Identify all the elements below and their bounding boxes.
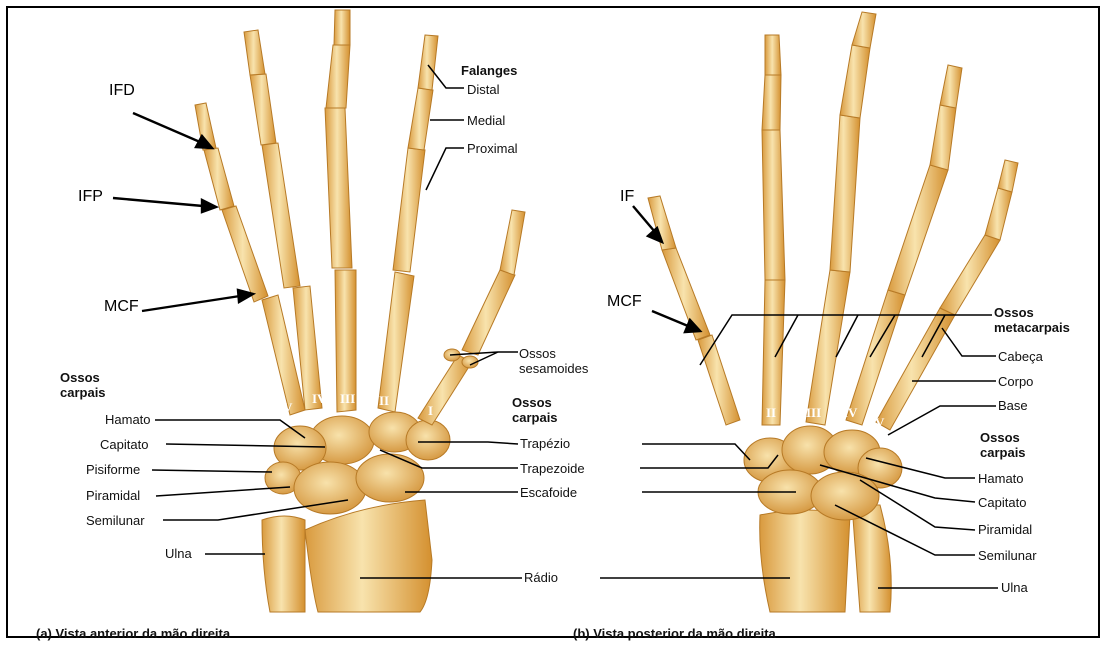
label-ossos-carpais-center: Ossos carpais: [512, 395, 558, 425]
proximal-phalanx-b3: [830, 115, 860, 272]
label-trapezio: Trapézio: [520, 436, 570, 451]
proximal-phalanx-b5: [940, 235, 1000, 315]
middle-phalanx-b2: [762, 75, 781, 130]
proximal-phalanx-a4: [262, 143, 300, 288]
caption-posterior: (b) Vista posterior da mão direita: [573, 626, 776, 641]
label-piramidal-a: Piramidal: [86, 488, 140, 503]
proximal-phalanx-a1: [462, 270, 515, 355]
label-medial: Medial: [467, 113, 505, 128]
label-hamato-b: Hamato: [978, 471, 1024, 486]
middle-phalanx-a4: [250, 74, 276, 145]
label-semilunar-b: Semilunar: [978, 548, 1037, 563]
label-escafoide: Escafoide: [520, 485, 577, 500]
anterior-hand: [195, 10, 525, 612]
label-ossos-metacarpais: Ossos metacarpais: [994, 305, 1070, 335]
label-piramidal-b: Piramidal: [978, 522, 1032, 537]
middle-phalanx-a5: [204, 148, 234, 210]
metacarpal-a2: [378, 272, 414, 412]
radius-bone-a: [305, 500, 432, 612]
label-base: Base: [998, 398, 1028, 413]
ulna-bone-b: [852, 505, 891, 612]
proximal-phalanx-b2: [762, 130, 785, 280]
posterior-hand: [648, 12, 1018, 612]
distal-phalanx-a3: [334, 10, 350, 45]
roman-a-v: V: [283, 400, 292, 416]
radius-bone-b: [760, 510, 850, 612]
label-ifd: IFD: [109, 82, 135, 100]
metacarpal-b2: [762, 280, 785, 425]
label-mcf-b: MCF: [607, 293, 642, 311]
caption-anterior: (a) Vista anterior da mão direita: [36, 626, 230, 641]
carpal-a4: [406, 420, 450, 460]
proximal-phalanx-b4: [888, 165, 948, 295]
label-ulna-b: Ulna: [1001, 580, 1028, 595]
label-ifp: IFP: [78, 188, 103, 206]
roman-b-iv: IV: [843, 405, 857, 421]
roman-a-iv: IV: [312, 391, 326, 407]
label-if: IF: [620, 188, 634, 206]
label-hamato-a: Hamato: [105, 412, 151, 427]
proximal-phalanx-a5: [222, 206, 268, 302]
label-capitato-b: Capitato: [978, 495, 1026, 510]
distal-phalanx-a1: [500, 210, 525, 275]
label-capitato-a: Capitato: [100, 437, 148, 452]
label-corpo: Corpo: [998, 374, 1033, 389]
label-mcf-a: MCF: [104, 298, 139, 316]
distal-phalanx-b2: [765, 35, 781, 75]
roman-a-i: I: [428, 403, 433, 419]
label-semilunar-a: Semilunar: [86, 513, 145, 528]
middle-phalanx-b3: [840, 45, 870, 118]
label-pisiforme-a: Pisiforme: [86, 462, 140, 477]
distal-phalanx-a2: [418, 35, 438, 90]
metacarpal-b3: [806, 270, 850, 425]
roman-a-ii: II: [379, 393, 389, 409]
roman-b-i: I: [728, 423, 733, 439]
label-ossos-carpais-b: Ossos carpais: [980, 430, 1026, 460]
distal-phalanx-b5: [998, 160, 1018, 192]
label-ossos-carpais-left: Ossos carpais: [60, 370, 106, 400]
metacarpal-b1: [698, 335, 740, 425]
label-proximal: Proximal: [467, 141, 518, 156]
carpal-a7: [356, 454, 424, 502]
roman-b-ii: II: [766, 405, 776, 421]
label-falanges: Falanges: [461, 63, 517, 78]
middle-phalanx-b4: [930, 105, 956, 170]
distal-phalanx-b4: [940, 65, 962, 108]
label-cabeca: Cabeça: [998, 349, 1043, 364]
label-ulna-a: Ulna: [165, 546, 192, 561]
roman-b-v: V: [875, 415, 884, 431]
middle-phalanx-a3: [326, 45, 350, 108]
distal-phalanx-b3: [852, 12, 876, 48]
label-trapezoide: Trapezoide: [520, 461, 585, 476]
middle-phalanx-a2: [408, 88, 433, 150]
distal-phalanx-a4: [244, 30, 265, 75]
middle-phalanx-b5: [985, 188, 1012, 240]
roman-b-iii: III: [806, 405, 821, 421]
roman-a-iii: III: [340, 391, 355, 407]
ulna-bone-a: [262, 516, 305, 612]
label-radio: Rádio: [524, 570, 558, 585]
label-distal: Distal: [467, 82, 500, 97]
label-ossos-sesamoides: Ossos sesamoides: [519, 346, 588, 376]
proximal-phalanx-a3: [325, 108, 352, 268]
proximal-phalanx-a2: [393, 148, 425, 272]
